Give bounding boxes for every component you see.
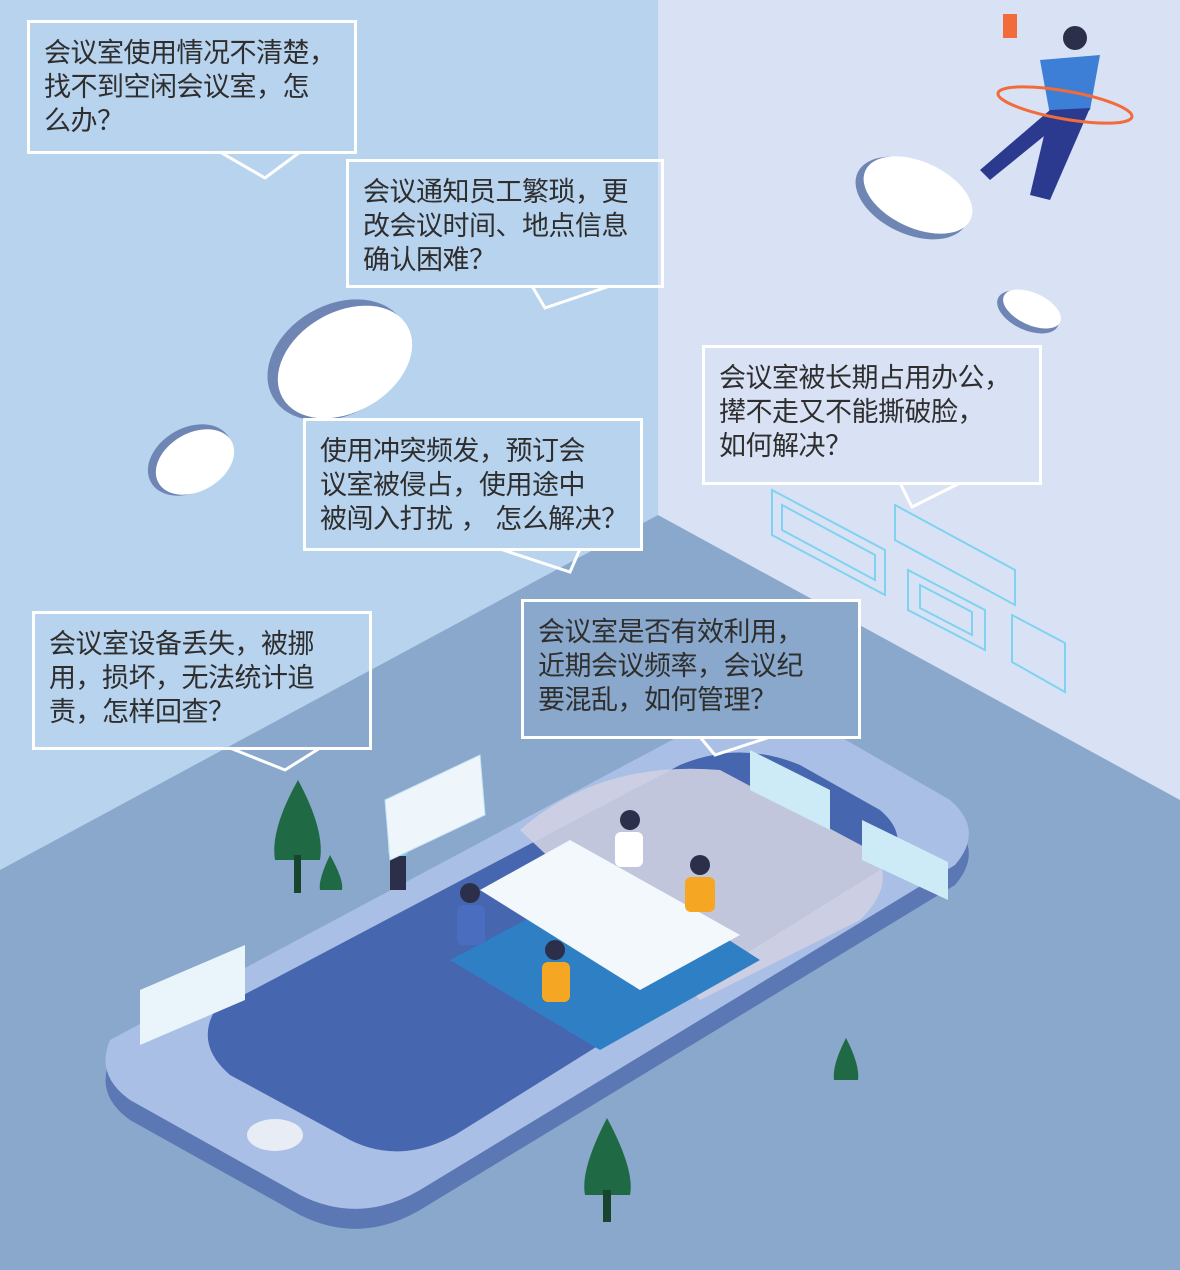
trees: [274, 780, 859, 1222]
meeting-table: [480, 840, 740, 990]
bubble-text: 近期会议频率，会议纪: [538, 651, 804, 682]
bubble-text: 被闯入打扰 ， 怎么解决？: [320, 504, 628, 535]
flying-person: [980, 14, 1134, 200]
bubble-tails: [219, 150, 961, 772]
bubble-text: 找不到空闲会议室，怎: [44, 72, 310, 103]
bubble-text: 改会议时间、地点信息: [363, 211, 629, 242]
speech-bubble-utilization: 会议室是否有效利用， 近期会议频率，会议纪 要混乱，如何管理？: [521, 599, 861, 739]
speech-bubble-occupation: 会议室被长期占用办公， 撵不走又不能撕破脸， 如何解决？: [702, 345, 1042, 485]
bubble-text: 会议室使用情况不清楚，: [44, 38, 336, 69]
bubble-text: 会议室设备丢失，被挪: [49, 629, 315, 660]
cabinet: [862, 820, 948, 900]
speech-bubble-equipment: 会议室设备丢失，被挪 用，损坏，无法统计追 责，怎样回查？: [32, 611, 372, 750]
bubble-text: 如何解决？: [719, 431, 852, 462]
bubble-text: 会议室是否有效利用，: [538, 617, 804, 648]
bubble-text: 会议通知员工繁琐，更: [363, 177, 629, 208]
home-button: [247, 1119, 303, 1151]
bubble-text: 用，损坏，无法统计追: [49, 663, 315, 694]
wall-decoration: [771, 488, 1066, 694]
speech-bubble-notification: 会议通知员工繁琐，更 改会议时间、地点信息 确认困难？: [346, 159, 664, 288]
speech-bubble-availability: 会议室使用情况不清楚， 找不到空闲会议室，怎 么办？: [27, 20, 357, 154]
bubble-text: 责，怎样回查？: [49, 697, 235, 728]
side-desk: [140, 945, 245, 1045]
bubble-text: 会议室被长期占用办公，: [719, 363, 1011, 394]
speech-bubble-conflict: 使用冲突频发，预订会 议室被侵占，使用途中 被闯入打扰 ， 怎么解决？: [303, 418, 643, 551]
bubble-text: 撵不走又不能撕破脸，: [719, 397, 985, 428]
cabinet: [750, 750, 830, 830]
clouds: [147, 156, 1061, 496]
bubble-text: 议室被侵占，使用途中: [320, 470, 586, 501]
bubble-text: 要混乱，如何管理？: [538, 685, 777, 716]
presentation-board: [384, 754, 486, 861]
bubble-text: 么办？: [44, 106, 124, 137]
bubble-text: 使用冲突频发，预订会: [320, 436, 586, 467]
bubble-text: 确认困难？: [363, 245, 496, 276]
